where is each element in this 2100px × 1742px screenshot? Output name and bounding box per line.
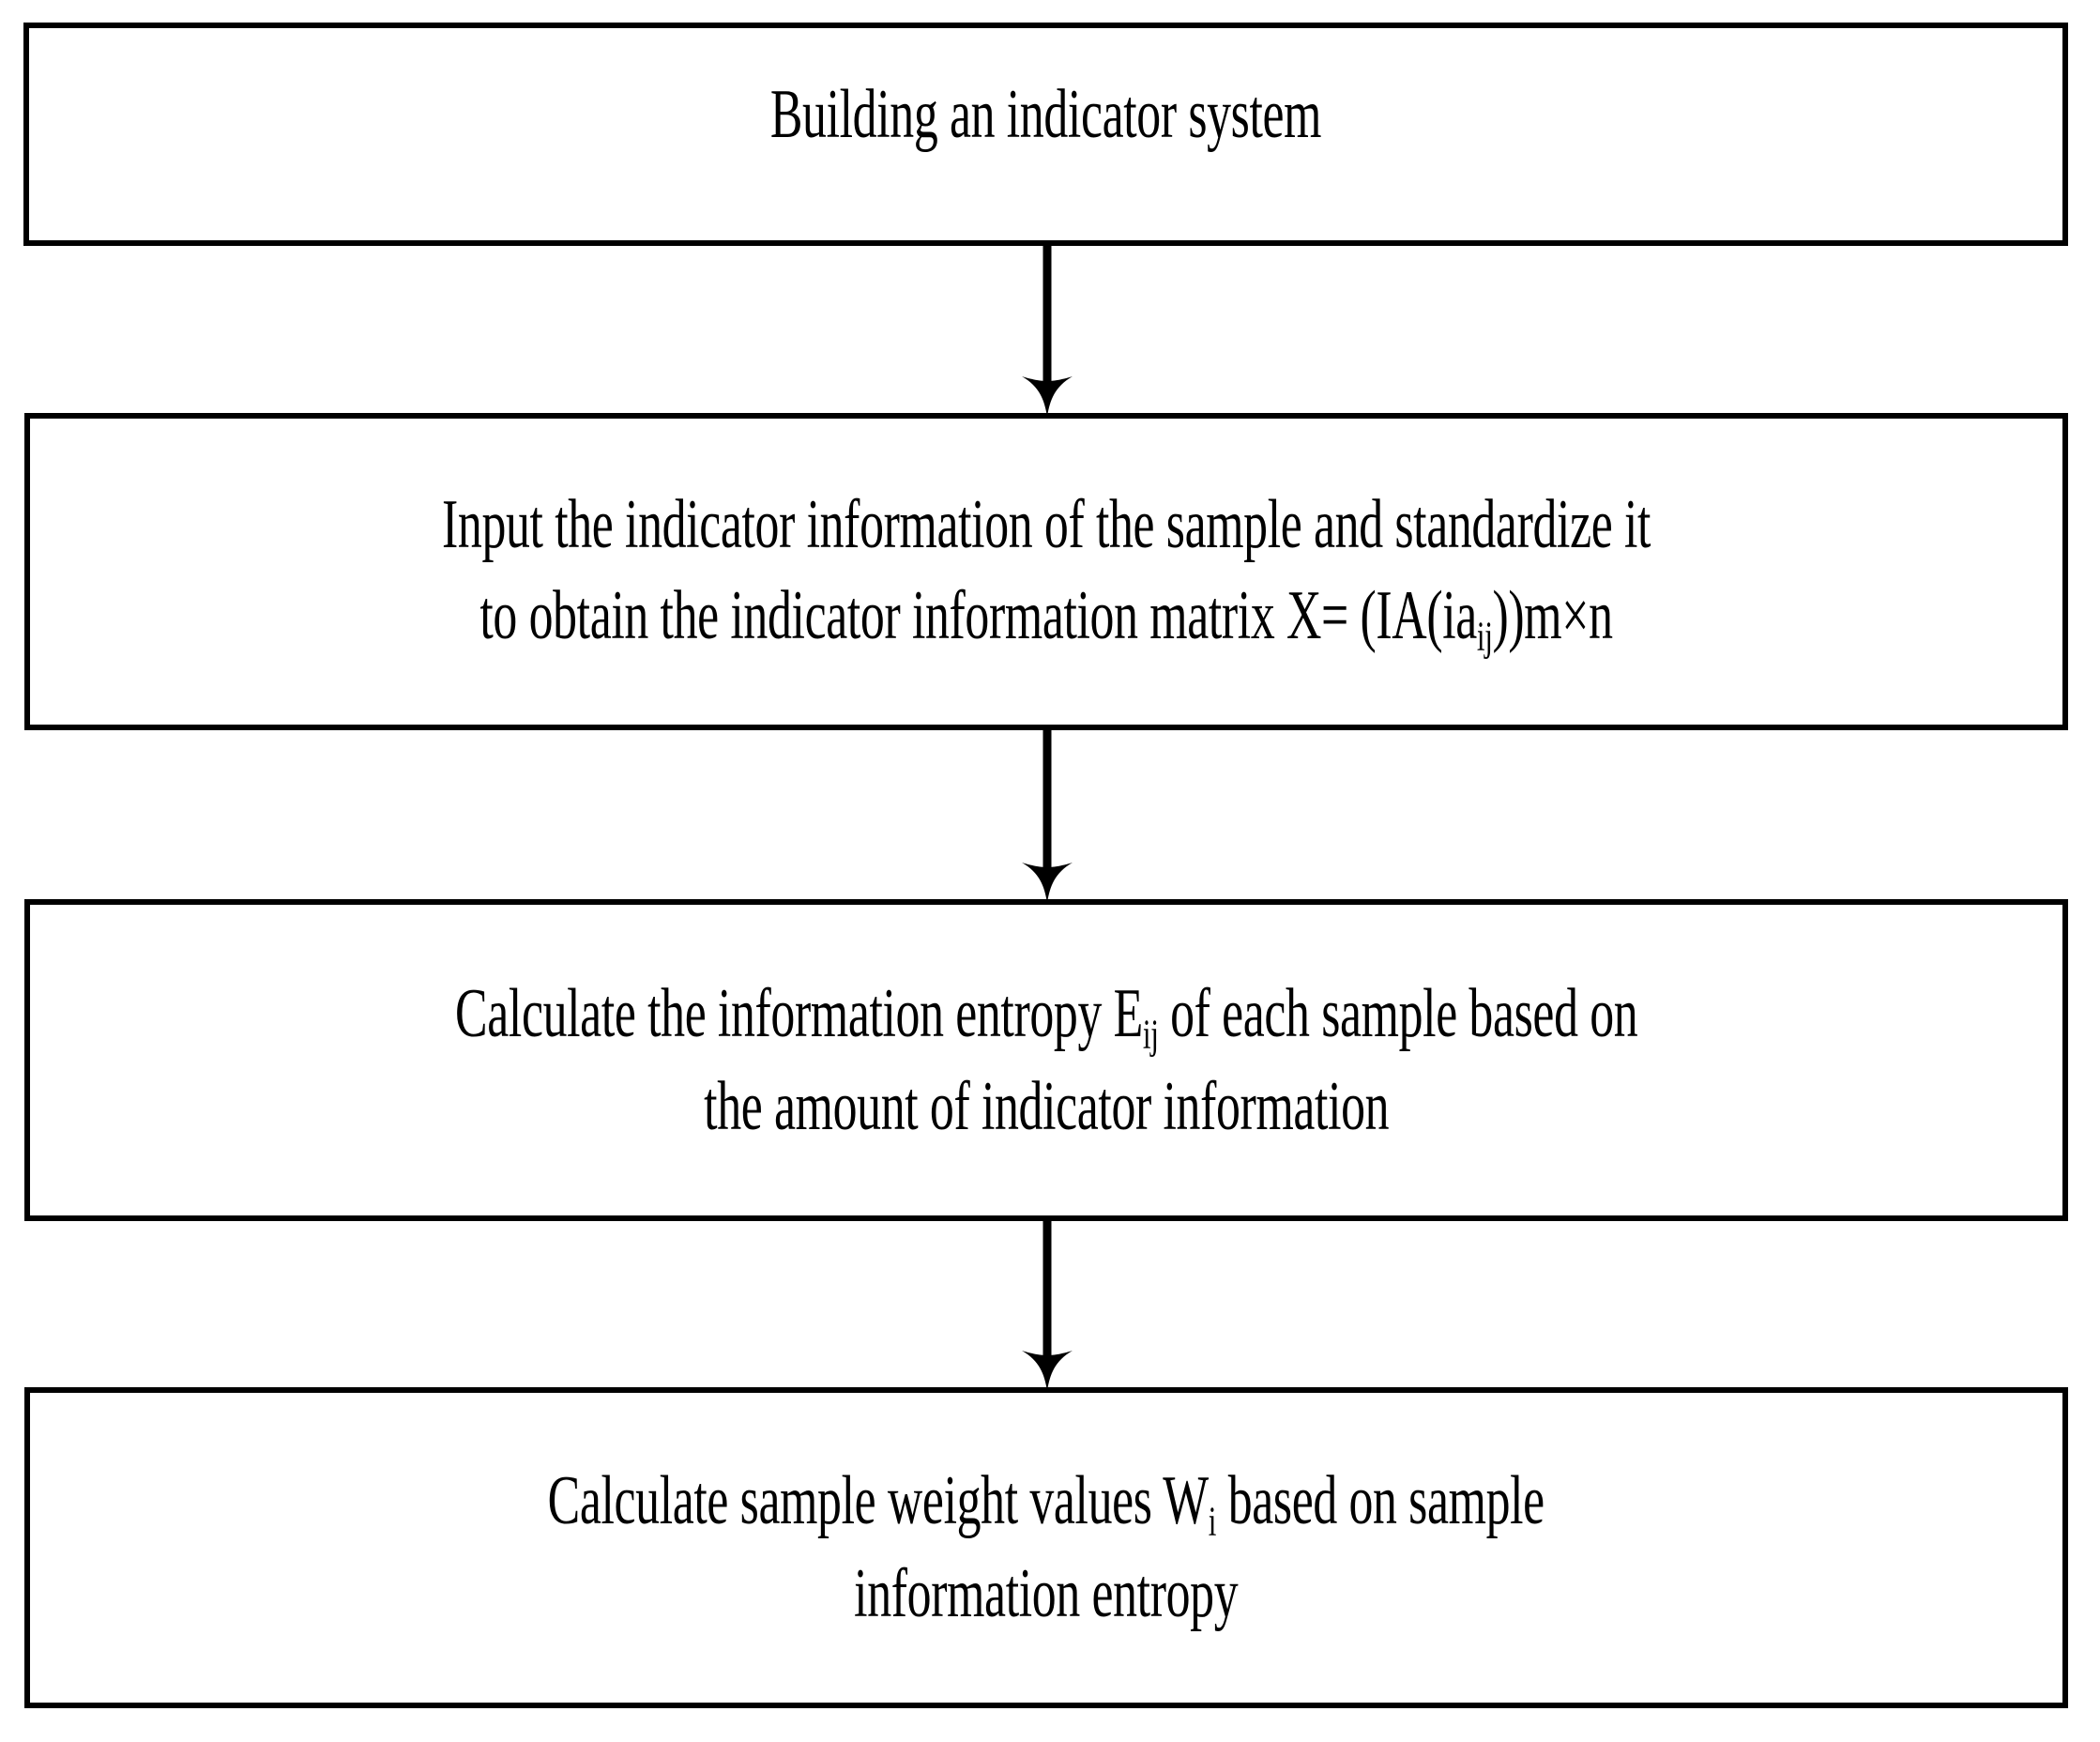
flow-node-building-indicator-system[interactable]: Building an indicator system: [23, 23, 2068, 246]
arrow-down-icon: [1022, 242, 1073, 417]
flow-edge-3-arrow: [1021, 1217, 1073, 1391]
flow-node-3-line-1-pre: Calculate the information entropy E: [454, 974, 1143, 1052]
arrow-down-icon: [1022, 726, 1073, 903]
flow-node-1-line-1: Building an indicator system: [769, 76, 1322, 153]
flow-node-3-line-1-post: of each sample based on: [1158, 974, 1638, 1052]
arrow-down-icon: [1022, 1217, 1073, 1391]
flow-node-input-indicator-information[interactable]: Input the indicator information of the s…: [24, 413, 2068, 730]
flow-edge-1-arrow: [1021, 242, 1073, 417]
flow-node-2-line-1: Input the indicator information of the s…: [441, 486, 1651, 564]
flow-node-2-line-2-post: ))m×n: [1492, 576, 1613, 654]
flow-node-3-subscript: ij: [1142, 1010, 1159, 1058]
flow-node-2-subscript: ij: [1476, 611, 1493, 659]
flow-edge-2-arrow: [1021, 726, 1073, 903]
flow-node-4-text: Calculate sample weight values Wi based …: [548, 1456, 1545, 1639]
flow-node-calculate-information-entropy[interactable]: Calculate the information entropy Eij of…: [24, 899, 2068, 1221]
flow-node-4-line-1-post: based on sample: [1216, 1462, 1545, 1540]
flow-node-calculate-sample-weight-values[interactable]: Calculate sample weight values Wi based …: [24, 1387, 2068, 1708]
flow-node-3-text: Calculate the information entropy Eij of…: [454, 969, 1638, 1152]
flow-node-2-line-2-pre: to obtain the indicator information matr…: [479, 576, 1477, 654]
flow-node-2-text: Input the indicator information of the s…: [442, 480, 1651, 663]
flow-node-1-text: Building an indicator system: [769, 69, 1322, 160]
flow-node-4-line-1-pre: Calculate sample weight values W: [547, 1462, 1210, 1540]
flow-node-4-line-2: information entropy: [854, 1555, 1239, 1633]
flow-node-4-subscript: i: [1209, 1497, 1217, 1545]
flow-node-3-line-2: the amount of indicator information: [703, 1067, 1390, 1145]
